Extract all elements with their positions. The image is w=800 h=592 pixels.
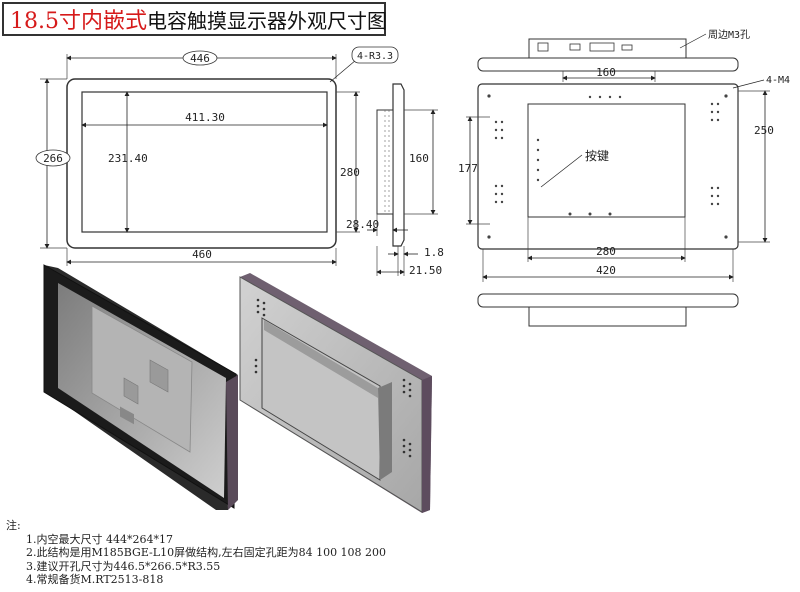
side-view: 160 28.40 1.8 21.50	[346, 83, 444, 277]
render-front-3d	[43, 264, 238, 510]
note-item-3: 3.建议开孔尺寸为446.5*266.5*R3.55	[26, 559, 221, 573]
title-description: 电容触摸显示器外观尺寸图	[147, 8, 387, 33]
notes-label: 注:	[6, 519, 21, 532]
dim-back-420: 420	[596, 264, 616, 277]
note-item-4: 4.常规备货M.RT2513-818	[26, 573, 164, 587]
dim-back-160: 160	[596, 66, 616, 79]
title-size-label: 18.5寸内嵌式	[10, 9, 147, 34]
label-m3-holes: 周边M3孔	[708, 29, 750, 41]
note-item-2: 2.此结构是用M185BGE-L10屏做结构,左右固定孔距为84 100 108…	[26, 546, 387, 560]
dim-corner-radius: 4-R3.3	[357, 51, 393, 62]
notes-block: 注: 1.内空最大尺寸 444*264*17 2.此结构是用M185BGE-L1…	[6, 519, 386, 587]
dim-inner-width: 411.30	[185, 111, 225, 124]
front-view: 446 266 4-R3.3 411.30 231.40 280	[35, 46, 399, 266]
back-top-profile: 周边M3孔 160	[477, 29, 750, 82]
dim-back-177: 177	[458, 162, 478, 175]
label-m4: 4-M4	[766, 75, 790, 86]
front-bezel-outline	[66, 78, 337, 249]
title-box: 18.5寸内嵌式电容触摸显示器外观尺寸图	[2, 2, 387, 36]
dim-width-460: 460	[192, 248, 212, 261]
back-bottom-profile	[477, 293, 739, 327]
dim-inner-height: 231.40	[108, 152, 148, 165]
dim-back-280: 280	[596, 245, 616, 258]
dim-height-280: 280	[340, 166, 360, 179]
dim-back-250: 250	[754, 124, 774, 137]
dim-outer-height: 266	[43, 152, 63, 165]
dim-side-thin: 1.8	[424, 246, 444, 259]
note-item-1: 1.内空最大尺寸 444*264*17	[26, 532, 173, 546]
front-display-area	[81, 91, 328, 233]
dim-side-total: 21.50	[409, 264, 442, 277]
back-view: 按键 4-M4 250 177 280 420	[458, 75, 790, 282]
render-back-3d	[239, 273, 432, 513]
label-button: 按键	[585, 149, 609, 163]
dim-side-height: 160	[409, 152, 429, 165]
dim-side-depth: 28.40	[346, 218, 379, 231]
dim-outer-width: 446	[190, 52, 210, 65]
